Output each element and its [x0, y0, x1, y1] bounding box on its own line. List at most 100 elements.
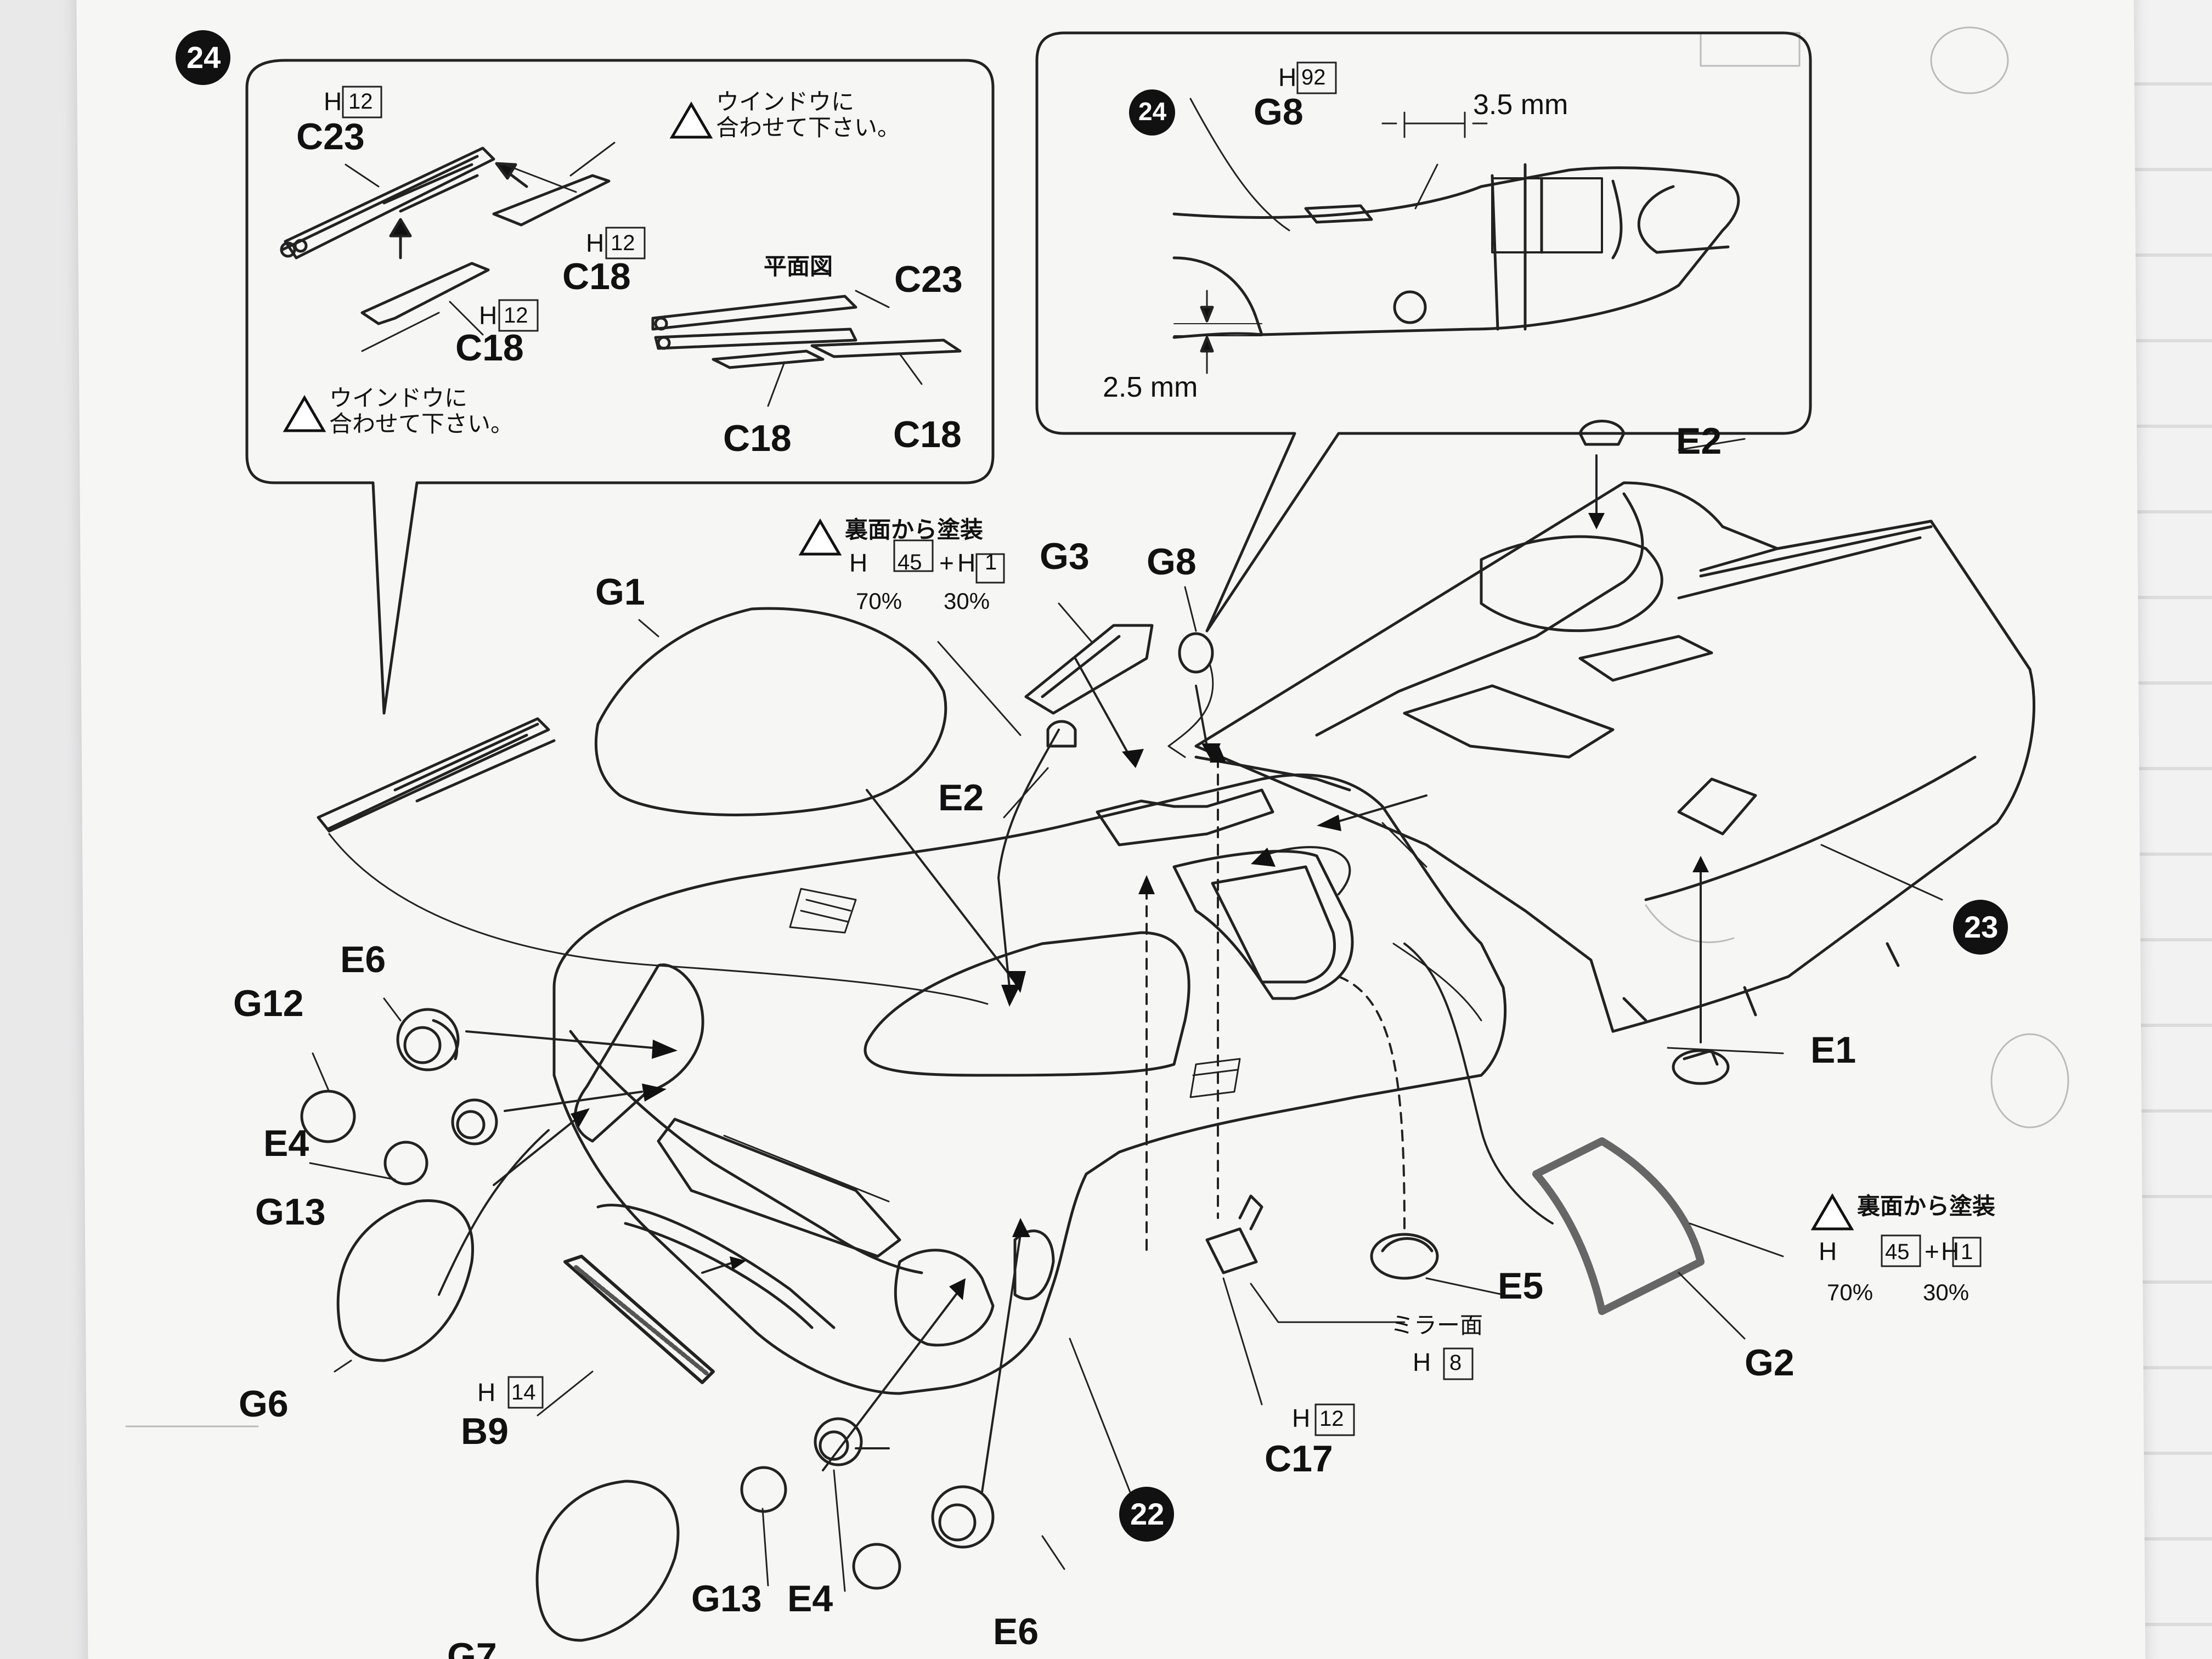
- b9-paint-14: 14: [511, 1380, 536, 1404]
- paint-h-c23: H: [324, 87, 342, 116]
- paint-boxes: [342, 61, 1982, 1436]
- mix1-30pct: 30%: [944, 588, 990, 614]
- c17-paint-h: H: [1292, 1404, 1311, 1432]
- e2-pin-right: [1578, 420, 1626, 446]
- assembly-arrows: [438, 454, 1702, 1493]
- label-e4-upper: E4: [263, 1122, 309, 1164]
- label-g13-upper: G13: [255, 1191, 326, 1233]
- paint-92-g8: 92: [1301, 65, 1326, 89]
- label-g8: G8: [1147, 541, 1197, 583]
- e4-upper: [451, 1098, 498, 1146]
- label-c18-plan-left: C18: [723, 417, 792, 459]
- c18-mid: [360, 262, 490, 325]
- label-g13-lower: G13: [691, 1578, 762, 1620]
- c17-mirror: [1205, 1194, 1263, 1274]
- note-paint-from-back-2: 裏面から塗装: [1857, 1193, 1996, 1219]
- label-g6: G6: [239, 1383, 289, 1425]
- paint-h-c18-a: H: [586, 229, 605, 257]
- paint-12-c18-a: 12: [611, 231, 635, 255]
- label-c18-mid: C18: [455, 327, 524, 369]
- label-c17: C17: [1265, 1438, 1333, 1480]
- e2-pin-left: [1046, 720, 1077, 748]
- dimension-2-5mm: 2.5 mm: [1103, 371, 1198, 403]
- g8-part: [1178, 632, 1214, 674]
- note-paint-from-back-1: 裏面から塗装: [845, 517, 984, 543]
- plan-view-label: 平面図: [764, 253, 833, 279]
- lens-bottom: [852, 1543, 901, 1590]
- inset-right-balloon: [1035, 31, 1812, 633]
- label-e2-right: E2: [1676, 420, 1722, 462]
- mix1-h-a: H: [849, 549, 868, 577]
- note-align-window-1b: 合わせて下さい。: [716, 115, 901, 140]
- mix2-h-a: H: [1819, 1237, 1837, 1266]
- label-b9: B9: [461, 1410, 509, 1452]
- dimension-3-5mm: 3.5 mm: [1473, 89, 1568, 121]
- mix1-45: 45: [898, 550, 922, 574]
- label-e6-upper: E6: [340, 939, 386, 980]
- note-align-window-2b: 合わせて下さい。: [329, 411, 514, 437]
- mix2-plus: +: [1925, 1237, 1939, 1266]
- plan-view-wiper: [651, 295, 962, 369]
- e5-mirror: [1370, 1233, 1439, 1280]
- label-e5: E5: [1498, 1265, 1544, 1307]
- warning-icons: [283, 101, 1854, 1231]
- b9-paint-h: H: [477, 1378, 496, 1407]
- e6-upper: [396, 1008, 460, 1071]
- mix1-70pct: 70%: [856, 588, 902, 614]
- car-body-cowl: [552, 773, 1507, 1395]
- e4-lower: [814, 1417, 863, 1466]
- arrow-heads: [571, 513, 1709, 1300]
- e6-lower: [931, 1485, 995, 1549]
- paint-h-c18-b: H: [479, 301, 498, 330]
- mix2-h-b: H: [1941, 1237, 1960, 1266]
- g13-lens-lower: [740, 1466, 787, 1513]
- c18-top: [492, 174, 611, 227]
- mix1-1: 1: [985, 550, 997, 574]
- g1-window: [594, 607, 947, 816]
- label-c23-plan: C23: [894, 258, 963, 300]
- label-e4-lower: E4: [787, 1578, 833, 1620]
- label-g1: G1: [595, 571, 645, 613]
- mix2-30pct: 30%: [1923, 1279, 1970, 1305]
- mirror-paint-8: 8: [1449, 1351, 1462, 1375]
- g2-window: [1532, 1137, 1705, 1315]
- inset-left-balloon: [245, 59, 995, 715]
- b9-grille: [563, 1255, 715, 1384]
- note-align-window-1a: ウインドウに: [716, 89, 855, 115]
- g13-lens-upper: [383, 1141, 428, 1186]
- label-c23-top: C23: [296, 116, 365, 157]
- step-22-badge: 22: [1130, 1497, 1165, 1531]
- paint-12-c18-b: 12: [504, 303, 528, 328]
- g6-lens: [336, 1199, 474, 1362]
- label-g7: G7: [447, 1635, 497, 1659]
- step-23-badge: 23: [1964, 910, 1999, 944]
- leader-lines: [309, 438, 1943, 1592]
- label-e2-left: E2: [938, 777, 984, 819]
- label-g12: G12: [233, 983, 304, 1024]
- g7-lens: [535, 1480, 680, 1642]
- wiper-assembled: [317, 717, 556, 833]
- label-g2: G2: [1745, 1342, 1795, 1384]
- rear-cowl: [1194, 481, 2035, 1033]
- label-g3: G3: [1040, 535, 1090, 577]
- label-g8-inset: G8: [1254, 91, 1304, 133]
- mix1-plus: +: [939, 549, 954, 577]
- mix1-h-b: H: [957, 549, 976, 577]
- label-e6-lower: E6: [993, 1611, 1039, 1652]
- rear-window-closeup: [1172, 98, 1740, 374]
- paint-12-c23: 12: [348, 89, 373, 114]
- mix2-45: 45: [1885, 1240, 1910, 1264]
- step-24-badge: 24: [187, 40, 221, 75]
- step-badges: [176, 30, 2008, 1542]
- step-24-inset-badge: 24: [1138, 97, 1167, 126]
- arrow-inset-1: [389, 218, 412, 259]
- c17-paint-12: 12: [1319, 1407, 1344, 1431]
- note-align-window-2a: ウインドウに: [329, 385, 468, 411]
- mix2-1: 1: [1961, 1240, 1973, 1264]
- label-c18-top: C18: [562, 256, 631, 297]
- label-c18-plan-right: C18: [893, 414, 962, 455]
- mix2-70pct: 70%: [1827, 1279, 1874, 1305]
